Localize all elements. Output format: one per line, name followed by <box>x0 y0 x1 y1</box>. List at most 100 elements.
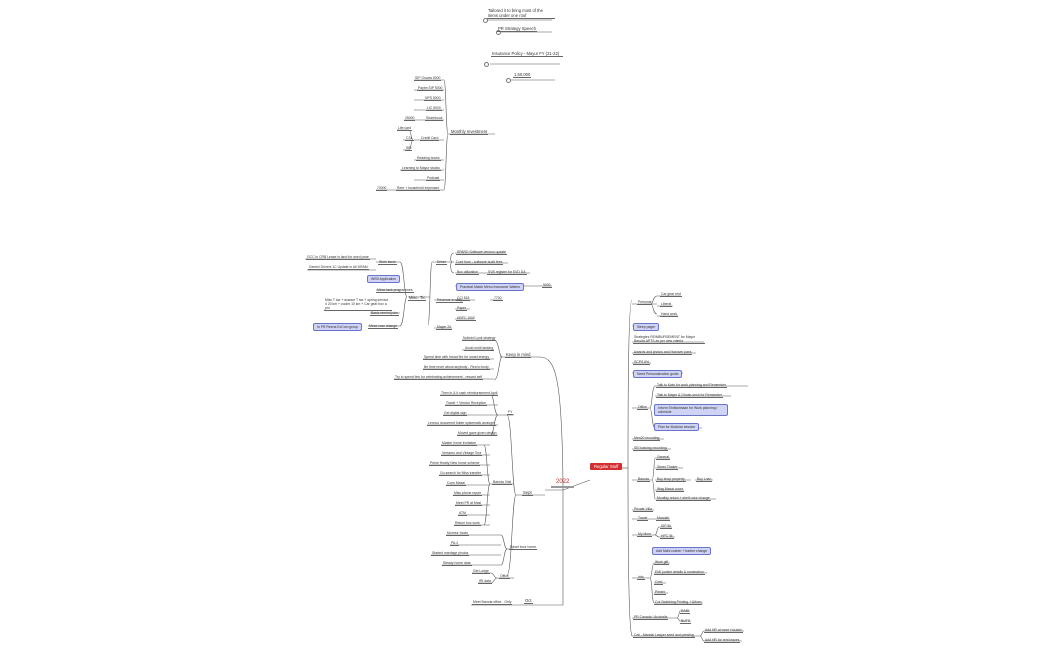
misc-node[interactable]: HDFC 1000 <box>456 316 476 321</box>
misc-node[interactable]: Box utilization <box>456 270 479 275</box>
regular-stuff-item[interactable]: Celi - Mandal Lawyer seed and pending <box>633 633 695 638</box>
fy-item[interactable]: Moved gave given design <box>457 431 498 436</box>
baroda-visit-topic[interactable]: Baroda Visit <box>492 480 513 485</box>
misc-node[interactable]: Gemini Drivers 1C Update in All DRAM <box>308 265 369 270</box>
keep-in-mind-topic[interactable]: Keep in mind <box>505 352 532 358</box>
office-item[interactable]: Get Lodge <box>472 569 490 574</box>
regular-stuff-item[interactable]: Hand work <box>660 312 679 317</box>
regular-stuff-item[interactable]: Add HR for rent leaves <box>704 638 741 643</box>
keep-in-mind-item[interactable]: Noticed Lynk strategy <box>462 336 497 341</box>
regular-stuff-item[interactable]: Awards and photos and Hanover pass <box>633 350 693 355</box>
misc-node[interactable]: 5000 <box>542 283 552 288</box>
misc-node[interactable]: SVB register for SVD DA <box>487 270 527 275</box>
misc-node[interactable]: Minor rose change <box>368 324 399 329</box>
credit-card-item[interactable]: CSL <box>405 136 414 141</box>
regular-stuff-topic[interactable]: Regular Stuff <box>590 463 623 470</box>
regular-stuff-item[interactable]: PR Canada / Australia <box>633 615 669 620</box>
regular-stuff-item[interactable]: Monthly return + shelf rotor change <box>656 496 711 501</box>
misc-node[interactable]: Conf form - software audit fees <box>455 260 504 265</box>
reset-item[interactable]: Started marriage photos <box>431 551 470 556</box>
misc-node[interactable]: Mayer 20 <box>436 325 453 330</box>
credit-card-item[interactable]: SBI <box>405 146 413 151</box>
central-topic-2022[interactable]: 2022 <box>551 479 575 488</box>
fy-item[interactable]: Then in & it cash reimbursement April <box>440 391 499 396</box>
regular-stuff-item[interactable]: Mandali <box>656 516 670 521</box>
regular-stuff-item[interactable]: Sleep pager <box>633 323 660 331</box>
regular-stuff-item[interactable]: Car gear rest <box>660 292 682 297</box>
monthly-item[interactable]: SIP Groww 5000 <box>414 76 442 81</box>
misc-node[interactable]: 7700 <box>493 296 503 301</box>
monthly-investment-topic[interactable]: Monthly Investment <box>450 129 489 135</box>
regular-stuff-item[interactable]: Personal <box>637 300 653 305</box>
oct-item[interactable]: Meet Baroda office - Only <box>472 600 513 605</box>
regular-stuff-item[interactable]: Liberal <box>660 302 673 307</box>
fy-item[interactable]: Travel + Vendor Reception <box>445 401 488 406</box>
regular-stuff-item[interactable]: Travel <box>637 516 649 521</box>
office-topic[interactable]: Office <box>499 574 510 579</box>
regular-stuff-item[interactable]: RAID <box>680 609 691 614</box>
misc-node[interactable]: In PR Reena EcCom group <box>313 323 363 331</box>
regular-stuff-item[interactable]: Inform Shrikishnaan for Work planning / … <box>654 404 728 416</box>
regular-stuff-item[interactable]: Need Personalization guide <box>633 370 683 378</box>
regular-stuff-item[interactable]: Info <box>637 575 645 580</box>
keep-in-mind-item[interactable]: Try to spend few for celebrating achieve… <box>394 375 484 380</box>
monthly-item[interactable]: NPS 5000 <box>424 96 442 101</box>
misc-node[interactable]: Revenue society <box>436 298 464 303</box>
reset-item[interactable]: PA-2 <box>450 541 460 546</box>
monthly-amount[interactable]: 25000 <box>404 116 416 121</box>
fy-item[interactable]: Lenovo document folder systematic arrang… <box>427 421 497 426</box>
monthly-item[interactable]: Podcast <box>426 176 441 181</box>
monthly-item[interactable]: LIC 5000 <box>426 106 442 111</box>
sept-topic[interactable]: Sept <box>522 490 533 496</box>
fy-topic[interactable]: FY <box>507 410 514 415</box>
top-topic[interactable]: PR Strategy Speech <box>497 26 537 32</box>
regular-stuff-item[interactable]: SEI training recording <box>633 446 668 451</box>
monthly-item[interactable]: Credit Card <box>420 136 440 141</box>
baroda-visit-item[interactable]: Cons Masai <box>446 481 466 486</box>
regular-stuff-item[interactable]: Private Villa <box>633 507 653 512</box>
regular-stuff-item[interactable]: Plan for Modular session <box>654 423 700 431</box>
regular-stuff-item[interactable]: Sheer Thaker <box>656 465 679 470</box>
misc-node[interactable]: Misc. Tic <box>408 295 427 301</box>
monthly-item[interactable]: Learning to Mayur stocks <box>401 166 441 171</box>
regular-stuff-item[interactable]: Cot Switching Printing + Album <box>654 600 703 605</box>
top-topic[interactable]: Tailored it to bring most of the items u… <box>487 8 555 19</box>
regular-stuff-item[interactable]: General <box>656 455 671 460</box>
misc-node[interactable]: Minor task programmes <box>376 288 414 293</box>
regular-stuff-item[interactable]: Baroda <box>637 477 650 482</box>
regular-stuff-item[interactable]: Add Mahi cusher + barber change <box>652 547 712 555</box>
reset-item[interactable]: Steady home data <box>442 561 472 566</box>
regular-stuff-item[interactable]: Printer <box>654 590 666 595</box>
regular-stuff-item[interactable]: Men20 recording <box>633 436 661 441</box>
regular-stuff-item[interactable]: Office <box>637 405 648 410</box>
regular-stuff-item[interactable]: Talk to Kwin for work planning and Remem… <box>656 383 728 388</box>
baroda-visit-item[interactable]: ATM <box>458 511 467 516</box>
regular-stuff-item[interactable]: Add HR at more Housist <box>704 628 743 633</box>
keep-in-mind-item[interactable]: Avoid multi tasking <box>464 346 495 351</box>
regular-stuff-item[interactable]: EMI (online details & nomination <box>654 570 705 575</box>
fy-item[interactable]: Get digital sign <box>443 411 468 416</box>
reset-item[interactable]: Murmur foods <box>446 531 469 536</box>
monthly-amount[interactable]: 70000 <box>376 186 388 191</box>
baroda-visit-item[interactable]: Prime Healty New home scheme <box>429 461 481 466</box>
oct-topic[interactable]: Oct <box>524 598 533 604</box>
regular-stuff-item[interactable]: BUTS <box>680 619 692 624</box>
misc-node[interactable]: Paper <box>456 306 468 311</box>
misc-node[interactable]: CCI 818 <box>456 296 471 301</box>
baroda-visit-item[interactable]: Versions and Vintage Tour <box>441 451 483 456</box>
keep-in-mind-item[interactable]: Be time more about anybody - Rea to body <box>423 365 490 370</box>
misc-node[interactable]: Basic remind jobs <box>370 311 399 316</box>
regular-stuff-item[interactable]: SIP 5k <box>660 524 672 529</box>
regular-stuff-item[interactable]: Talk to Mayer & Ghosh-sesh for Remember <box>656 393 724 398</box>
regular-stuff-item[interactable]: Wag Masai cover <box>656 487 685 492</box>
baroda-visit-item[interactable]: Meet PR at Masi <box>455 501 483 506</box>
regular-stuff-item[interactable]: SCPS 6% <box>633 360 651 365</box>
top-topic[interactable]: 1,50,000 <box>513 72 532 78</box>
credit-card-item[interactable]: Life card <box>397 126 413 131</box>
baroda-visit-item[interactable]: Miss phone repair <box>453 491 482 496</box>
monthly-item[interactable]: Rent + household expenses <box>396 186 441 191</box>
misc-node[interactable]: GCC in CRB Lease in land for word pose <box>306 255 370 260</box>
regular-stuff-item[interactable]: Cred <box>654 580 664 585</box>
monthly-item[interactable]: Sharebook <box>425 116 444 121</box>
